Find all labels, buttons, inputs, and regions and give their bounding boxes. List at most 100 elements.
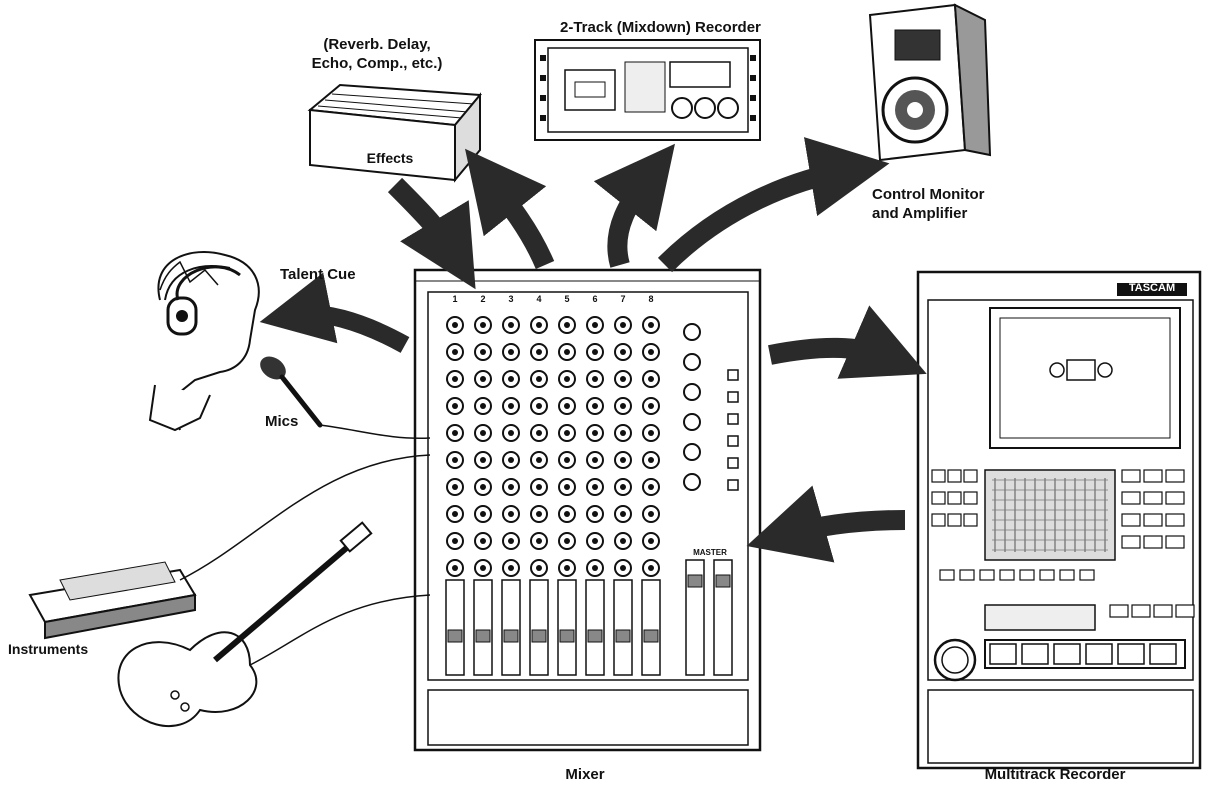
mixer-knob-center [452,565,458,571]
recorder-button [1131,604,1151,618]
mixer-fader-track [557,579,577,676]
mixer-fader-cap [447,629,463,643]
mixer-knob-center [536,322,542,328]
arrow-mixer-to-monitor [657,137,890,273]
tascam-logo: TASCAM [1128,282,1176,294]
recorder-button [1059,569,1075,581]
mixer [413,268,762,752]
mixer-knob-center [592,430,598,436]
effects-box-label: Effects [366,150,414,166]
mixer-fader-cap [587,629,603,643]
mixer-aux-knob [683,323,701,341]
arrow-mixer-to-two-track [593,143,675,268]
mixer-knob-center [648,322,654,328]
mixer-button [727,369,739,381]
mixer-fader-cap [475,629,491,643]
mixer-knob-center [480,457,486,463]
mixer-fader-cap [643,629,659,643]
mixer-knob-center [480,511,486,517]
mixer-knob-center [648,538,654,544]
mixer-master-label: MASTER [693,548,727,557]
mixer-master-fader-track [685,559,705,676]
mixer-knob-center [508,430,514,436]
mixer-knob-center [508,511,514,517]
mixer-knob-center [536,430,542,436]
mixer-knob-center [536,376,542,382]
mixer-knob-center [620,511,626,517]
mixer-channel-number: 5 [564,294,570,304]
talent-figure [148,251,260,432]
effects-unit [307,83,483,183]
multitrack-label: Multitrack Recorder [984,766,1126,783]
mixer-knob-center [508,457,514,463]
mixer-knob-center [648,430,654,436]
mixer-button [727,391,739,403]
recorder-button [963,513,978,527]
mixer-fader-cap [559,629,575,643]
mixer-knob-center [592,349,598,355]
recorder-button [931,491,946,505]
mixer-knob-center [452,430,458,436]
mixer-knob-center [620,484,626,490]
mixer-master-fader-track [713,559,733,676]
mixer-knob-center [508,376,514,382]
recorder-button [1109,604,1129,618]
mixer-knob-center [648,403,654,409]
arrow-effects-to-mixer [387,177,476,290]
mixer-knob-center [452,457,458,463]
mixer-channel-number: 8 [648,294,654,304]
mixer-aux-knob [683,473,701,491]
recorder-button [1143,491,1163,505]
mixer-aux-knob [683,383,701,401]
mixer-knob-center [564,376,570,382]
mixer-knob-center [592,457,598,463]
recorder-button [963,491,978,505]
recorder-button [1121,513,1141,527]
recorder-button [1121,535,1141,549]
mixer-knob-center [480,565,486,571]
transport-button [1117,643,1145,665]
mixer-knob-center [592,565,598,571]
recorder-button [931,513,946,527]
recorder-button [999,569,1015,581]
mixer-fader-track [473,579,493,676]
mixer-fader-track [501,579,521,676]
transport-button [1021,643,1049,665]
effects-note-line1: (Reverb. Delay, [323,36,431,53]
mixer-knob-center [592,511,598,517]
transport-button [1085,643,1113,665]
mixer-knob-center [508,538,514,544]
mixer-knob-center [480,322,486,328]
recorder-button [963,469,978,483]
effects-note-line2: Echo, Comp., etc.) [311,55,443,72]
mixer-knob-center [620,322,626,328]
arrow-multitrack-to-mixer [746,485,906,563]
mixer-knob-center [564,403,570,409]
recorder-button [1079,569,1095,581]
mixer-knob-center [620,430,626,436]
two-track-label: 2-Track (Mixdown) Recorder [560,19,761,36]
mixer-fader-cap [615,629,631,643]
multitrack-recorder [916,270,1202,770]
mixer-channel-number: 1 [452,294,458,304]
mixer-knob-center [564,349,570,355]
recorder-button [1165,469,1185,483]
mixer-knob-center [620,565,626,571]
mixer-knob-center [452,403,458,409]
transport-button [1149,643,1177,665]
recorder-button [1143,513,1163,527]
arrow-mixer-to-multitrack [768,305,927,379]
arrow-mixer-to-effects [465,148,555,270]
microphone [260,356,431,440]
mixer-knob-center [648,457,654,463]
recorder-button [979,569,995,581]
mixer-knob-center [620,538,626,544]
mixer-knob-center [536,565,542,571]
mixer-fader-track [641,579,661,676]
monitor-label-line2: and Amplifier [872,205,968,222]
mixer-knob-center [592,322,598,328]
mics-label: Mics [265,413,299,430]
monitor-label: Control Monitor and Amplifier [872,185,984,223]
mixer-fader-cap [503,629,519,643]
